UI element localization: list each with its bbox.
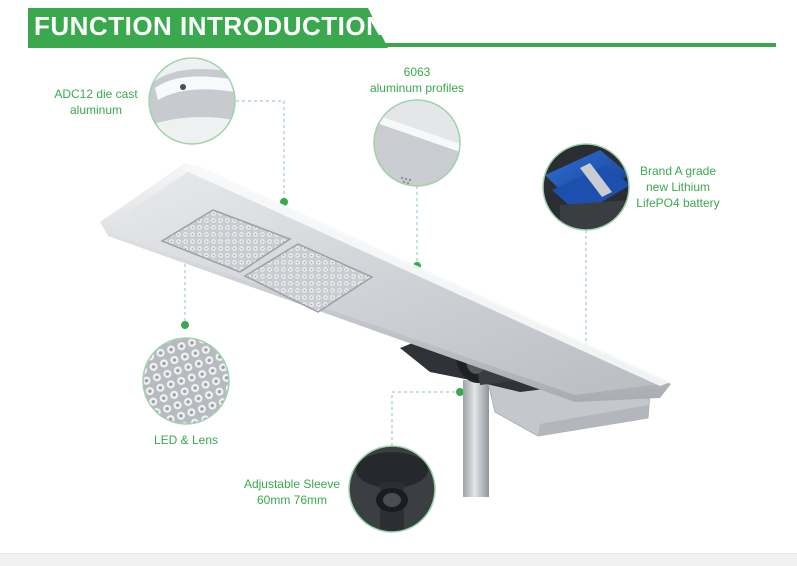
battery-label: Brand A grade new Lithium LifePO4 batter… bbox=[636, 164, 720, 210]
led-module-1 bbox=[160, 209, 292, 273]
page-title: FUNCTION INTRODUCTION bbox=[34, 11, 386, 41]
die-cast-label: ADC12 die cast aluminum bbox=[54, 87, 138, 117]
aluminum-profiles-label: 6063 aluminum profiles bbox=[369, 65, 465, 95]
aluminum-profile-detail-circle bbox=[373, 99, 461, 187]
footer-strip bbox=[0, 553, 797, 566]
led-lens-label: LED & Lens bbox=[153, 433, 219, 447]
header-banner bbox=[28, 8, 388, 48]
battery-detail-circle bbox=[542, 143, 630, 231]
sleeve-label: Adjustable Sleeve 60mm 76mm bbox=[243, 477, 341, 507]
die-cast-detail-circle bbox=[148, 57, 236, 145]
pole bbox=[463, 380, 489, 497]
led-module-2 bbox=[243, 243, 374, 313]
header-underline bbox=[28, 43, 776, 47]
sleeve-detail-circle bbox=[348, 445, 436, 533]
led-lens-detail-circle bbox=[142, 337, 230, 425]
